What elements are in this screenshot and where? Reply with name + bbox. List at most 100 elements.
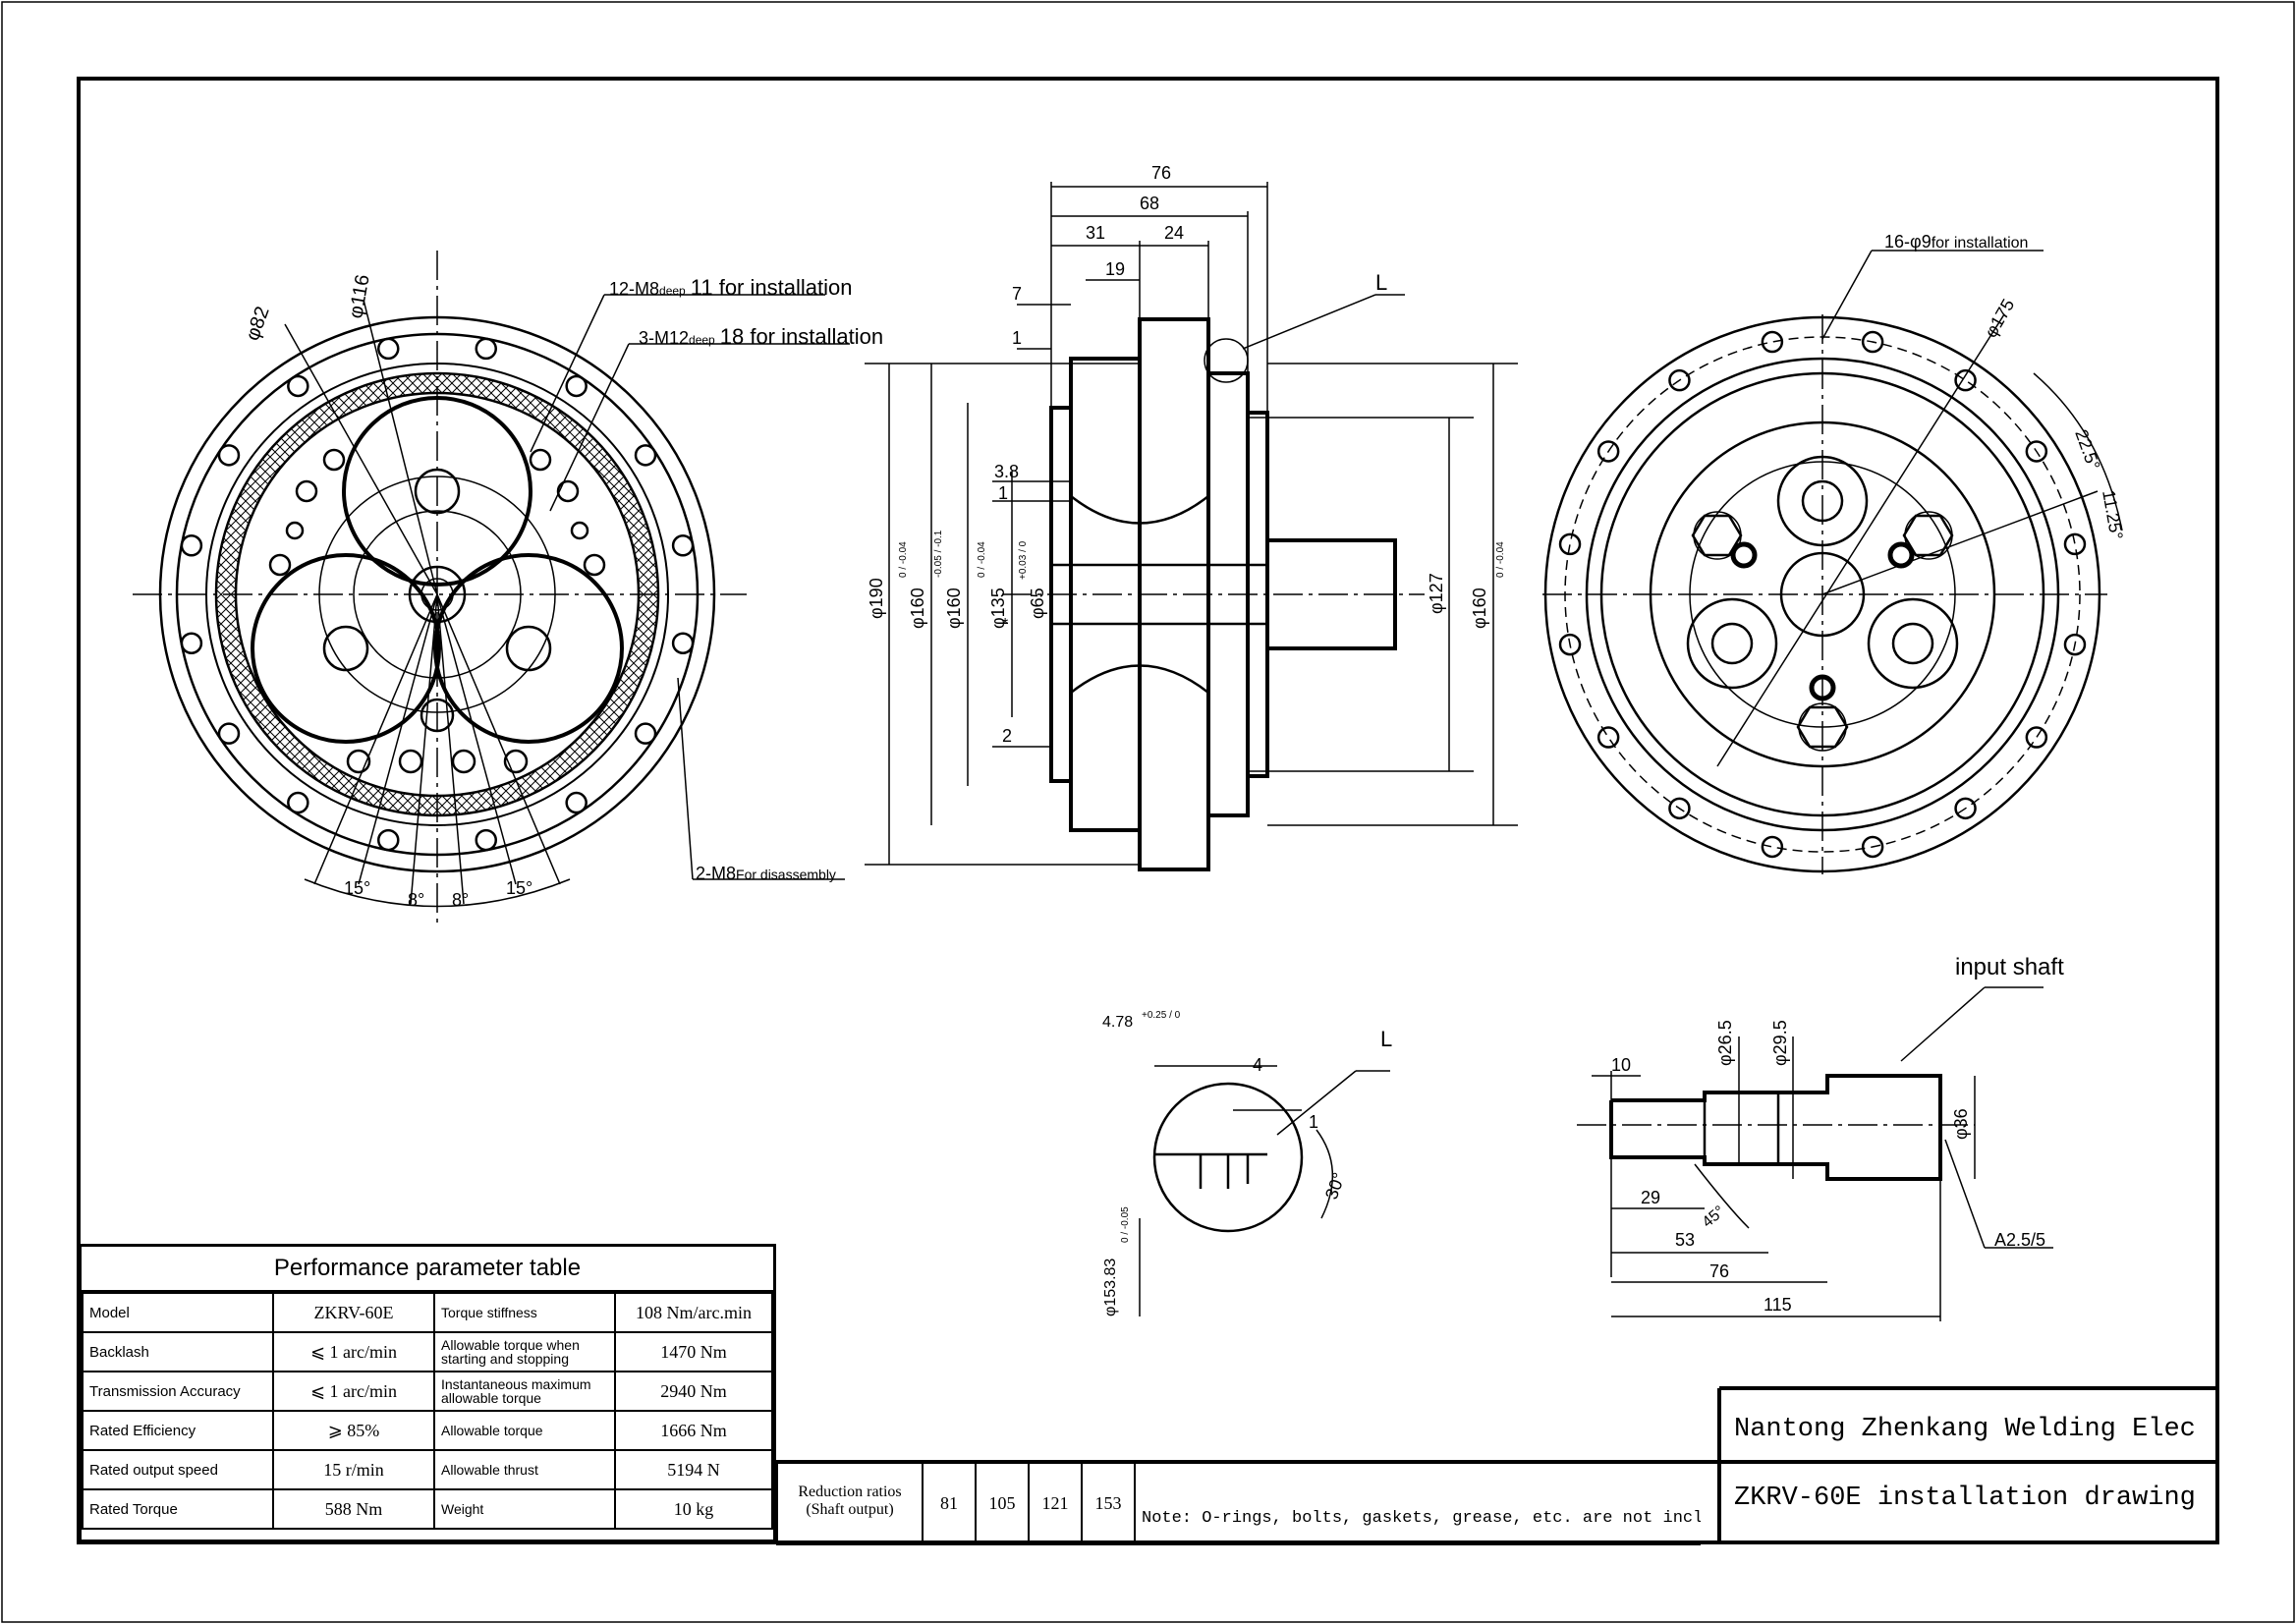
holes-rest-label: for installation — [1932, 235, 2029, 252]
m8dis-label: 2-M8 — [696, 864, 736, 883]
perf-param-name: Rated Torque — [82, 1488, 274, 1530]
bolt-hole — [2063, 532, 2087, 556]
perf-param-name-2: Weight — [433, 1488, 616, 1530]
phi160b-label: φ160 — [944, 588, 964, 629]
ratios-label-line1: Reduction ratios — [798, 1484, 902, 1500]
bolt-hole — [2025, 726, 2048, 749]
phi26-5-label: φ26.5 — [1715, 1020, 1735, 1066]
perf-param-value: ⩾ 85% — [272, 1410, 435, 1451]
input-shaft-labels: input shaft 10 φ26.5 φ29.5 φ36 29 45° 53… — [1611, 954, 2064, 1315]
phi36-label: φ36 — [1951, 1108, 1971, 1140]
bolt-hole — [1668, 797, 1691, 820]
holes-label: 16-φ9 — [1884, 232, 1932, 252]
dim-68: 68 — [1140, 194, 1159, 213]
phi116-label: φ116 — [345, 273, 373, 320]
bolt-hole — [671, 534, 695, 557]
phi175-label: φ175 — [1981, 296, 2018, 341]
dim-4: 4 — [1253, 1055, 1262, 1075]
perf-param-name: Backlash — [82, 1331, 274, 1372]
dim-4-78: 4.78 — [1102, 1014, 1133, 1031]
dim-115: 115 — [1764, 1295, 1792, 1315]
angle-8-left-label: 8° — [408, 890, 424, 910]
rear-view — [1542, 250, 2123, 874]
phi65-label: φ65 — [1028, 588, 1047, 619]
dim-4-78-tol: +0.25 / 0 — [1142, 1010, 1181, 1021]
perf-param-value: ZKRV-60E — [272, 1292, 435, 1333]
bolt-hole — [1861, 330, 1884, 354]
perf-param-name-2: Allowable torque when starting and stopp… — [433, 1331, 616, 1372]
bolt-hole — [217, 722, 241, 745]
bolt-hole — [2025, 440, 2048, 463]
performance-table-title: Performance parameter table — [82, 1247, 773, 1292]
bolt-hole — [1761, 835, 1784, 859]
phi29-5-label: φ29.5 — [1770, 1020, 1790, 1066]
front-view — [133, 251, 850, 928]
bolt-hole — [377, 828, 400, 852]
bolt-hole — [1668, 368, 1691, 392]
bolt-hole — [475, 337, 497, 361]
bolt-hole — [1861, 835, 1884, 859]
a2-5-label: A2.5/5 — [1994, 1230, 2045, 1250]
angle-15-left-label: 15° — [344, 878, 370, 898]
perf-param-value: 15 r/min — [272, 1449, 435, 1490]
perf-param-value-2: 1470 Nm — [614, 1331, 773, 1372]
input-shaft-title: input shaft — [1955, 954, 2064, 980]
m8-label: 12-M8 — [609, 279, 659, 299]
phi160c-label: φ160 — [1470, 588, 1489, 629]
drawing-title: ZKRV-60E installation drawing — [1734, 1484, 2196, 1513]
m8dis-rest-label: For disassembly — [736, 867, 836, 882]
perf-param-name: Transmission Accuracy — [82, 1371, 274, 1412]
bolt-hole — [1954, 797, 1977, 820]
ratios-label: Reduction ratios (Shaft output) — [776, 1462, 924, 1542]
phi65-tol: +0.03 / 0 — [1018, 540, 1029, 580]
front-view-labels: φ82 φ116 12-M8deep 11 for installation 3… — [242, 273, 883, 910]
bolt-hole — [180, 632, 203, 654]
phi153-83-label: φ153.83 — [1102, 1259, 1119, 1316]
bolt-hole — [1558, 532, 1582, 556]
star-marker: * — [1002, 616, 1008, 633]
angle-11-25-label: 11.25° — [2099, 488, 2127, 541]
detail-L-label: L — [1380, 1027, 1392, 1051]
angle-8-right-label: 8° — [452, 890, 469, 910]
ratio-value: 105 — [977, 1462, 1030, 1542]
perf-param-value-2: 108 Nm/arc.min — [614, 1292, 773, 1333]
dim-1-detail: 1 — [1309, 1112, 1318, 1132]
perf-param-value: ⩽ 1 arc/min — [272, 1371, 435, 1412]
company-name: Nantong Zhenkang Welding Elec — [1734, 1415, 2196, 1444]
phi127-label: φ127 — [1427, 573, 1446, 614]
perf-param-name: Model — [82, 1292, 274, 1333]
m12-deep-label: deep — [689, 333, 715, 347]
bolt-hole — [217, 444, 241, 467]
side-view — [865, 182, 1518, 871]
svg-text:12-M8deep 11 for installation: 12-M8deep 11 for installation — [609, 275, 852, 300]
bolt-hole — [1954, 368, 1977, 392]
ratio-value: 81 — [924, 1462, 977, 1542]
dim-76: 76 — [1151, 163, 1171, 183]
dim-76-shaft: 76 — [1709, 1261, 1729, 1281]
angle-45-label: 45° — [1700, 1203, 1728, 1231]
bolt-hole — [671, 632, 695, 654]
svg-text:3-M12deep 18 for installation: 3-M12deep 18 for installation — [639, 324, 883, 349]
dim-3-8: 3.8 — [994, 462, 1019, 481]
bolt-hole — [634, 444, 657, 467]
perf-param-value-2: 5194 N — [614, 1449, 773, 1490]
phi160a-label: φ160 — [908, 588, 927, 629]
perf-param-name-2: Instantaneous maximum allowable torque — [433, 1371, 616, 1412]
bolt-hole — [1596, 726, 1620, 749]
bolt-hole — [180, 534, 203, 557]
phi135-label: φ135 — [988, 588, 1008, 629]
detail-L-labels: 4.78 +0.25 / 0 4 L 1 30° φ153.83 0 / -0.… — [1102, 1010, 1392, 1316]
bolt-hole — [377, 337, 400, 361]
angle-30-label: 30° — [1321, 1170, 1349, 1202]
dim-19: 19 — [1105, 259, 1125, 279]
dim-10: 10 — [1611, 1055, 1631, 1075]
ratio-value: 121 — [1030, 1462, 1083, 1542]
ratio-value: 153 — [1083, 1462, 1136, 1542]
dim-31: 31 — [1086, 223, 1105, 243]
dim-1b: 1 — [998, 483, 1008, 503]
dim-1: 1 — [1012, 328, 1022, 348]
